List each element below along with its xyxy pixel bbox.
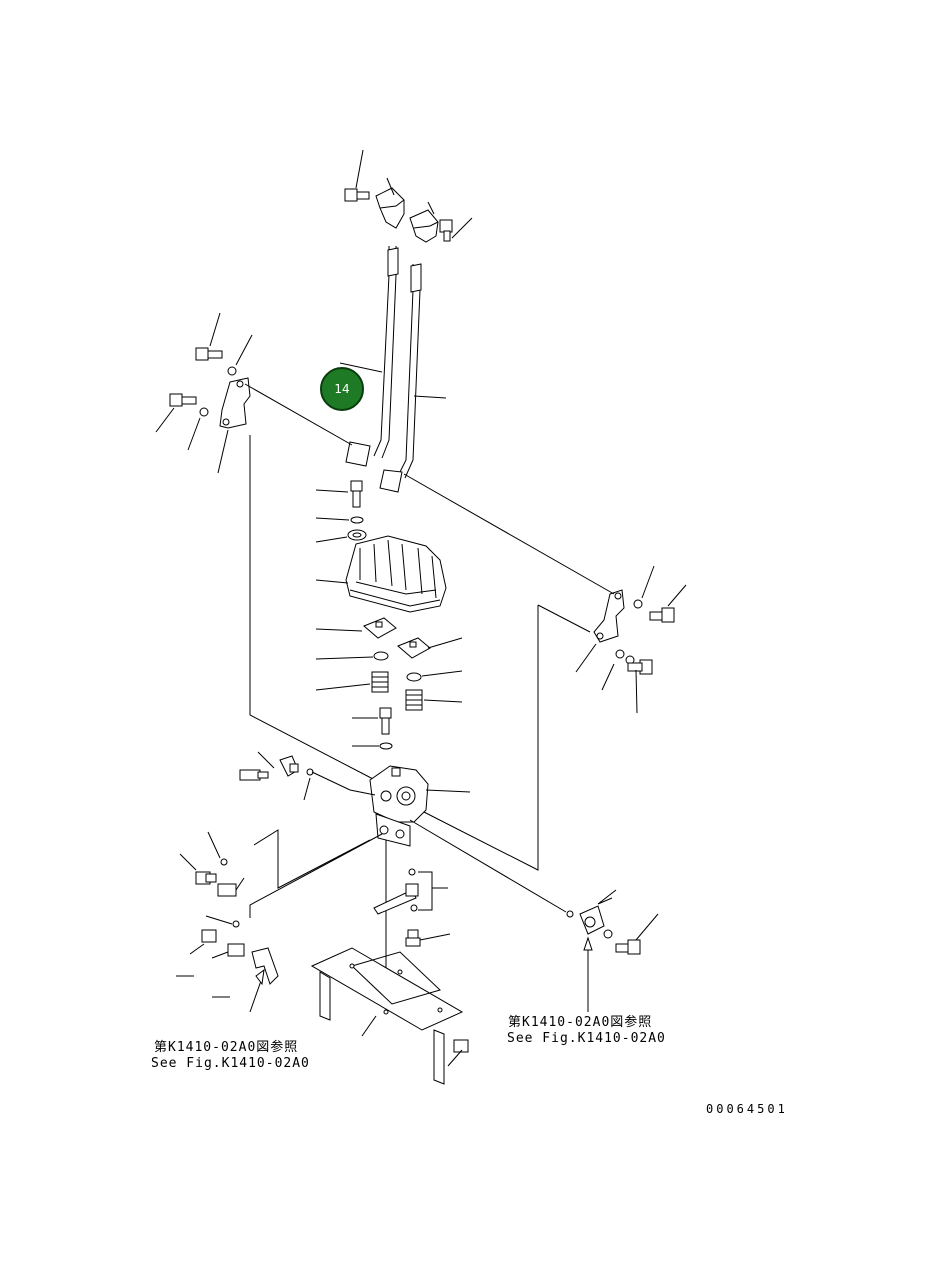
right-bolt-lower [601,649,653,714]
left-bracket [217,377,353,474]
centre-washer-2 [315,529,367,543]
reference-left-jp: 第K1410-02A0図参照 [154,1040,299,1055]
right-link-rod [419,604,591,871]
spring-right [405,689,463,711]
switch-upper [179,831,245,897]
left-lever [339,246,399,467]
bolt-pin [373,868,451,947]
retainer-left [315,651,389,661]
plate-right [397,637,463,659]
reference-right-jp: 第K1410-02A0図参照 [508,1015,653,1030]
harness-clip [176,947,279,1013]
fitting-elbow [257,751,299,777]
pilot-valve [369,765,471,1010]
callout-14[interactable]: 14 [320,367,364,411]
plate-left [315,617,397,639]
left-bolt-lower [155,393,209,451]
reference-left-en: See Fig.K1410-02A0 [151,1056,310,1071]
centre-washer-1 [315,516,364,524]
retainer-right [406,670,463,682]
spring-left [315,671,389,693]
right-bracket [403,473,625,673]
hose-lines-left [249,829,383,918]
left-lever-knob [375,177,405,229]
fitting-connector [239,768,376,801]
centre-washer-3 [352,742,393,750]
left-link-rod [249,435,376,781]
switch-lower [189,915,245,959]
base-plate [310,947,469,1085]
right-bolt-upper [633,565,687,623]
reference-right-en: See Fig.K1410-02A0 [507,1031,666,1046]
left-bolt-upper [195,312,253,376]
drawing-number: 00064501 [706,1102,788,1116]
knob-bolt-left [344,149,370,202]
boot-cover [315,535,447,613]
right-lever [379,263,447,493]
centre-bolt-lower [352,707,392,735]
centre-bolt-top [315,480,363,508]
right-lever-knob [409,201,439,243]
knob-bolt-right [439,217,473,242]
right-fitting [409,819,659,1012]
